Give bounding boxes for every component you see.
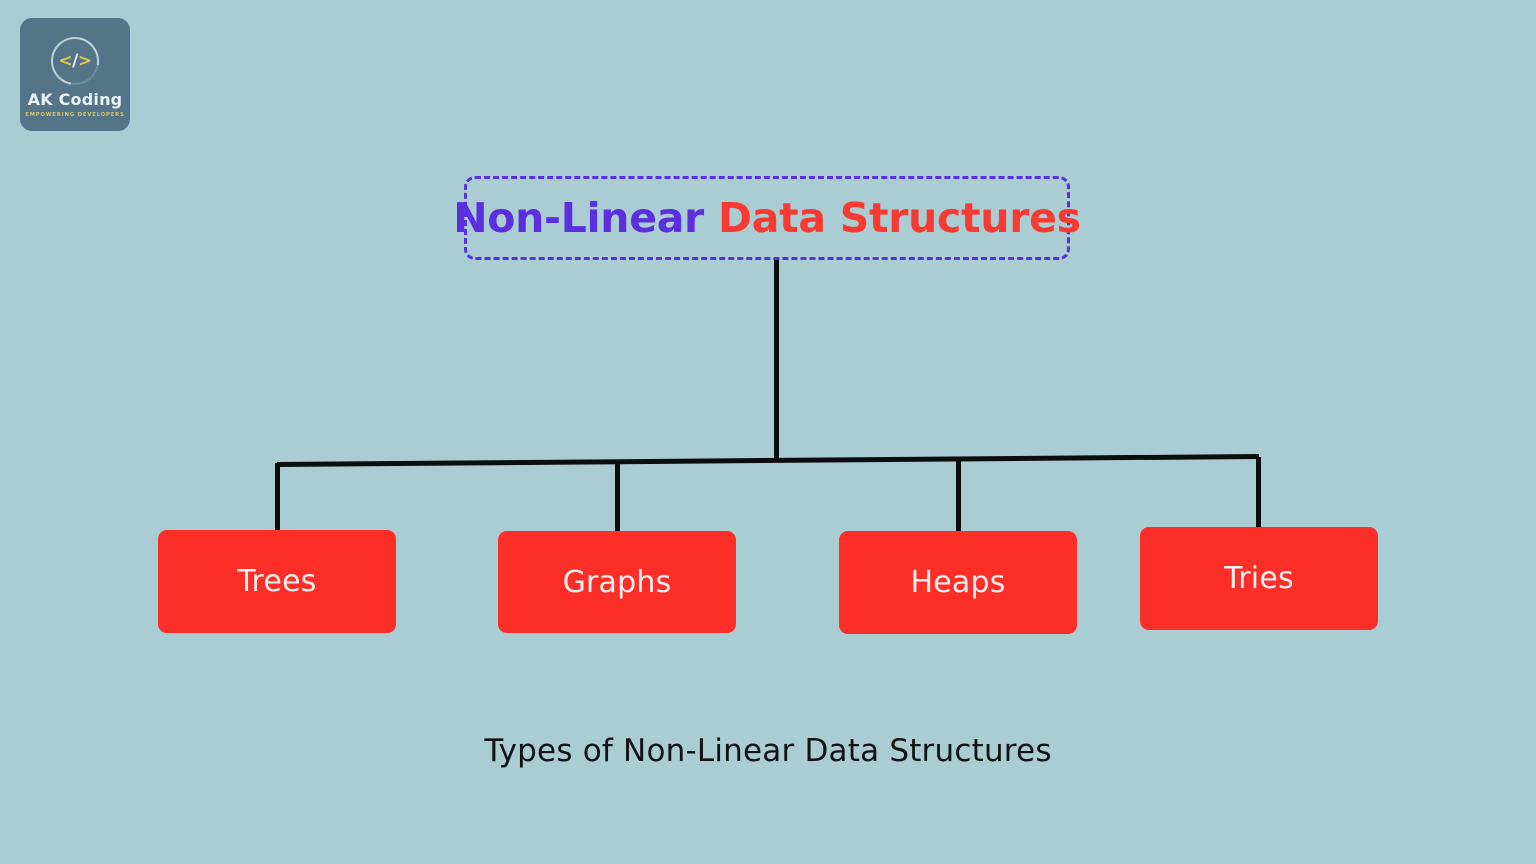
angle-right-glyph: > bbox=[77, 51, 92, 72]
root-node[interactable]: Non-Linear Data Structures bbox=[453, 176, 1081, 260]
brand-tagline: EMPOWERING DEVELOPERS bbox=[25, 112, 125, 119]
root-label-part-1: Non-Linear bbox=[453, 194, 718, 242]
root-node-label: Non-Linear Data Structures bbox=[453, 194, 1081, 242]
brand-name: AK Coding bbox=[27, 90, 123, 110]
node-graphs[interactable]: Graphs bbox=[498, 531, 736, 633]
node-trees-label: Trees bbox=[237, 564, 317, 599]
angle-left-glyph: < bbox=[58, 51, 73, 72]
connector-horizontal-bus bbox=[276, 454, 1260, 467]
brand-logo: </> AK Coding EMPOWERING DEVELOPERS bbox=[20, 18, 130, 131]
node-tries-label: Tries bbox=[1224, 561, 1294, 596]
node-heaps[interactable]: Heaps bbox=[839, 531, 1077, 634]
slash-glyph: / bbox=[72, 51, 78, 72]
node-heaps-label: Heaps bbox=[910, 565, 1006, 600]
logo-mark: </> bbox=[41, 27, 109, 95]
code-brackets-icon: </> bbox=[58, 51, 92, 72]
node-tries[interactable]: Tries bbox=[1140, 527, 1378, 630]
node-trees[interactable]: Trees bbox=[158, 530, 396, 633]
node-graphs-label: Graphs bbox=[562, 564, 672, 600]
root-label-part-2: Data Structures bbox=[717, 194, 1081, 242]
diagram-caption: Types of Non-Linear Data Structures bbox=[484, 733, 1052, 769]
